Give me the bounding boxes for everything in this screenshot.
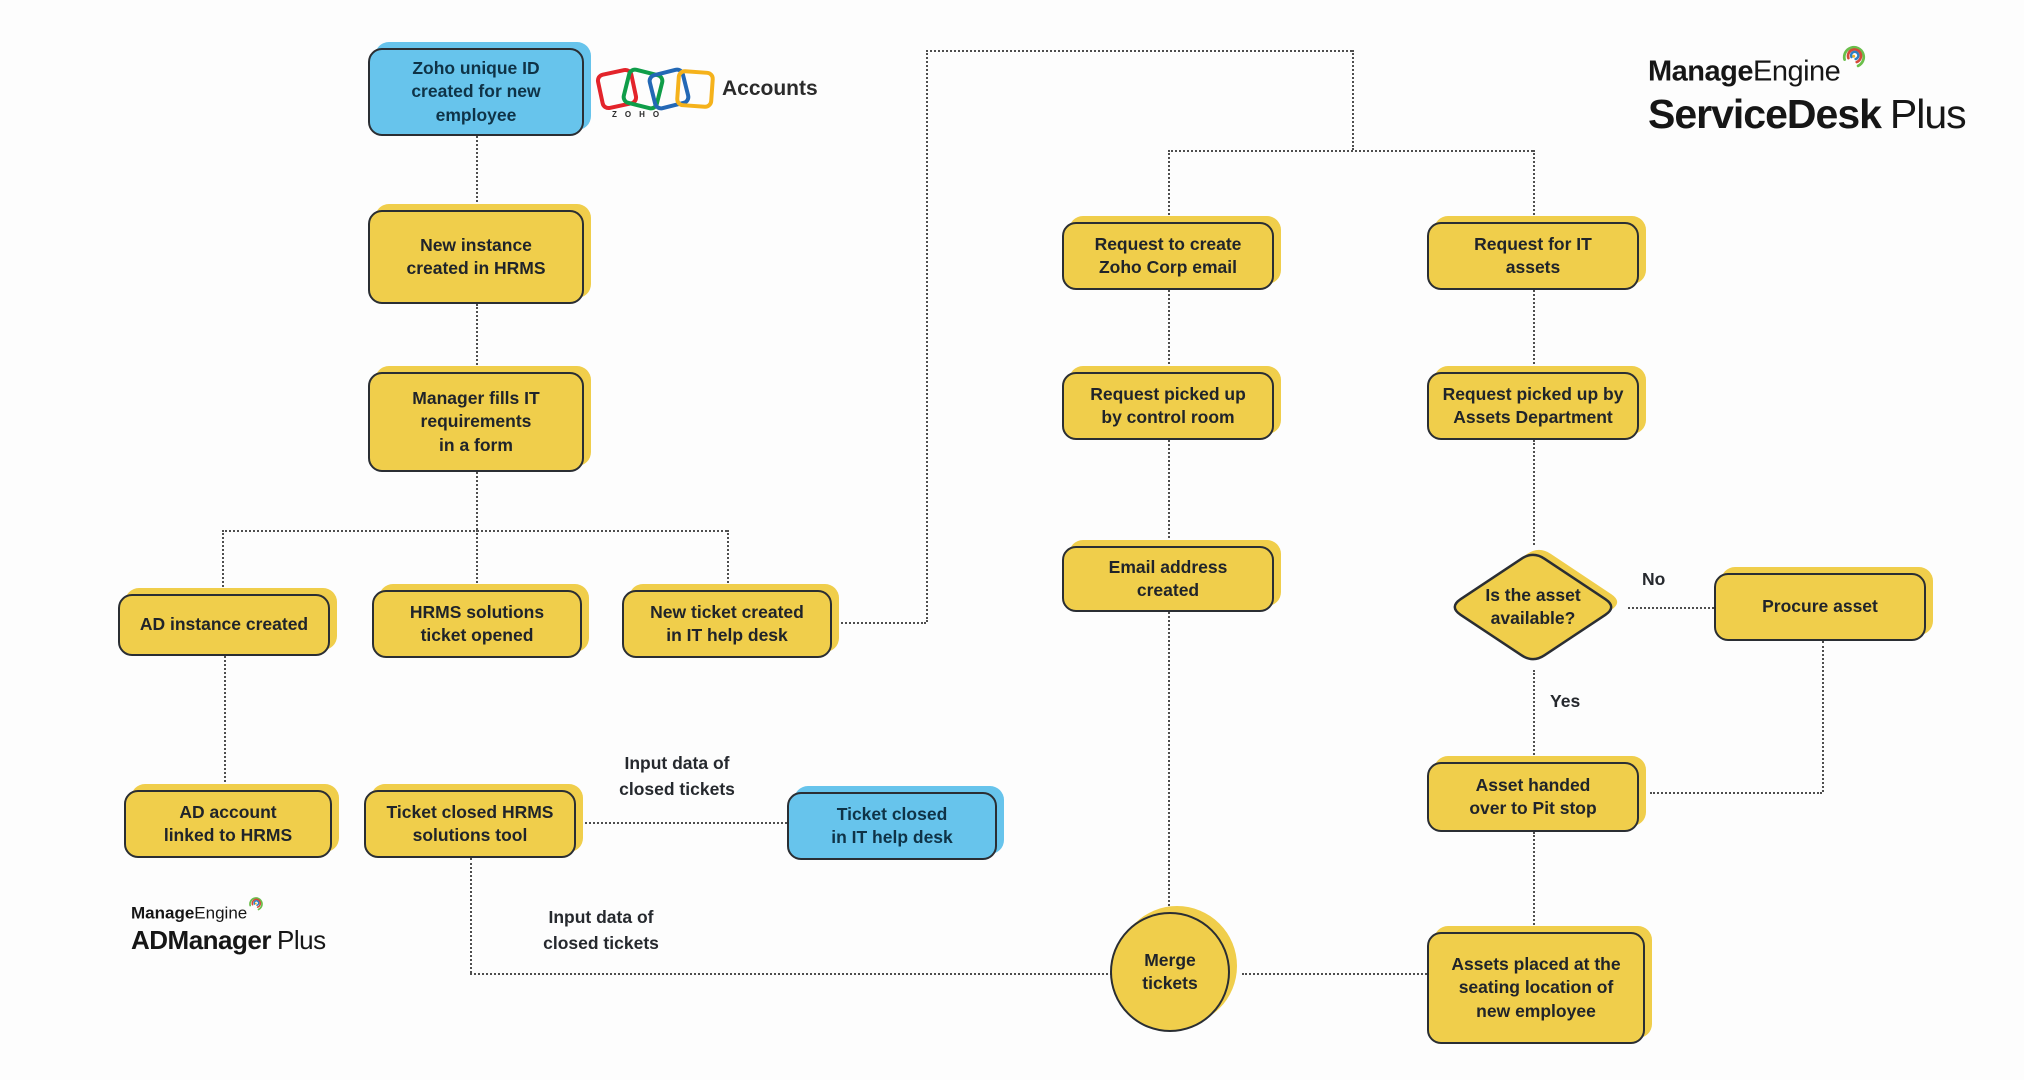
product-bold-text: ADManager — [131, 924, 271, 955]
flow-connector — [222, 530, 727, 532]
flow-connector — [1533, 440, 1535, 545]
decision-label: Is the asset available? — [1485, 585, 1581, 628]
flow-connector — [926, 50, 1352, 52]
flow-connector — [1352, 50, 1354, 150]
node-request-control-room: Request picked up by control room — [1062, 372, 1274, 440]
edge-label-no: No — [1642, 569, 1666, 589]
product-bold-text: ServiceDesk — [1648, 90, 1882, 137]
manageengine-wordmark: ManageEngine — [131, 896, 326, 924]
node-merge-tickets: Merge tickets — [1110, 912, 1230, 1032]
node-ad-account-linked: AD account linked to HRMS — [124, 790, 332, 858]
product-light-text: Plus — [1889, 90, 1967, 137]
flow-connector — [1168, 150, 1533, 152]
edge-label-yes: Yes — [1550, 691, 1581, 711]
flow-connector — [222, 530, 224, 594]
flow-connector — [1168, 290, 1170, 372]
node-new-instance-hrms: New instance created in HRMS — [368, 210, 584, 304]
node-procure-asset: Procure asset — [1714, 573, 1926, 641]
flow-connector — [1650, 792, 1822, 794]
flow-connector — [834, 622, 926, 624]
node-manager-fills-form: Manager fills IT requirements in a form — [368, 372, 584, 472]
brand-light-text: Engine — [194, 903, 248, 923]
flow-connector — [470, 858, 472, 973]
node-hrms-ticket-opened: HRMS solutions ticket opened — [372, 590, 582, 658]
zoho-accounts-product-name: Accounts — [722, 77, 818, 100]
manageengine-swirl-icon — [1843, 45, 1866, 68]
flow-connector — [476, 304, 478, 372]
flow-connector — [1533, 150, 1535, 222]
node-new-ticket-helpdesk: New ticket created in IT help desk — [622, 590, 832, 658]
node-request-it-assets: Request for IT assets — [1427, 222, 1639, 290]
flow-connector — [1168, 440, 1170, 546]
zoho-accounts-logo: ZOHO Accounts — [594, 65, 818, 128]
node-request-create-email: Request to create Zoho Corp email — [1062, 222, 1274, 290]
zoho-yellow-square-icon — [674, 68, 716, 110]
flow-connector — [476, 136, 478, 210]
flow-connector — [1533, 832, 1535, 932]
node-email-created: Email address created — [1062, 546, 1274, 612]
manageengine-wordmark: ManageEngine — [1648, 44, 1966, 89]
flow-connector — [926, 50, 928, 622]
flow-connector — [476, 472, 478, 530]
flow-connector — [727, 530, 729, 590]
flow-connector — [1533, 670, 1535, 762]
product-light-text: Plus — [276, 924, 326, 955]
node-asset-available-decision: Is the asset available? — [1443, 545, 1623, 669]
node-request-assets-dept: Request picked up by Assets Department — [1427, 372, 1639, 440]
flow-connector — [470, 973, 1112, 975]
brand-bold-text: Manage — [1648, 55, 1753, 88]
flow-connector — [1822, 641, 1824, 792]
flow-connector — [1168, 612, 1170, 910]
flow-connector — [580, 822, 787, 824]
decision-diamond-shape — [1453, 549, 1618, 661]
node-asset-handed-pitstop: Asset handed over to Pit stop — [1427, 762, 1639, 832]
brand-bold-text: Manage — [131, 903, 195, 923]
node-ad-instance-created: AD instance created — [118, 594, 330, 656]
node-ticket-closed-hrms: Ticket closed HRMS solutions tool — [364, 790, 576, 858]
brand-light-text: Engine — [1752, 55, 1841, 88]
flow-connector — [476, 530, 478, 590]
edge-label-input-data-bottom: Input data of closed tickets — [543, 907, 659, 954]
zoho-wordmark: ZOHO — [612, 110, 668, 119]
flow-connector — [1168, 150, 1170, 222]
flow-connector — [1533, 290, 1535, 372]
node-ticket-closed-helpdesk: Ticket closed in IT help desk — [787, 792, 997, 860]
manageengine-swirl-icon — [249, 897, 263, 911]
flow-connector — [1242, 973, 1427, 975]
node-assets-placed: Assets placed at the seating location of… — [1427, 932, 1645, 1044]
flow-connector — [1628, 607, 1714, 609]
flow-connector — [224, 656, 226, 790]
node-zoho-unique-id: Zoho unique ID created for new employee — [368, 48, 584, 136]
edge-label-input-data-top: Input data of closed tickets — [619, 753, 735, 800]
